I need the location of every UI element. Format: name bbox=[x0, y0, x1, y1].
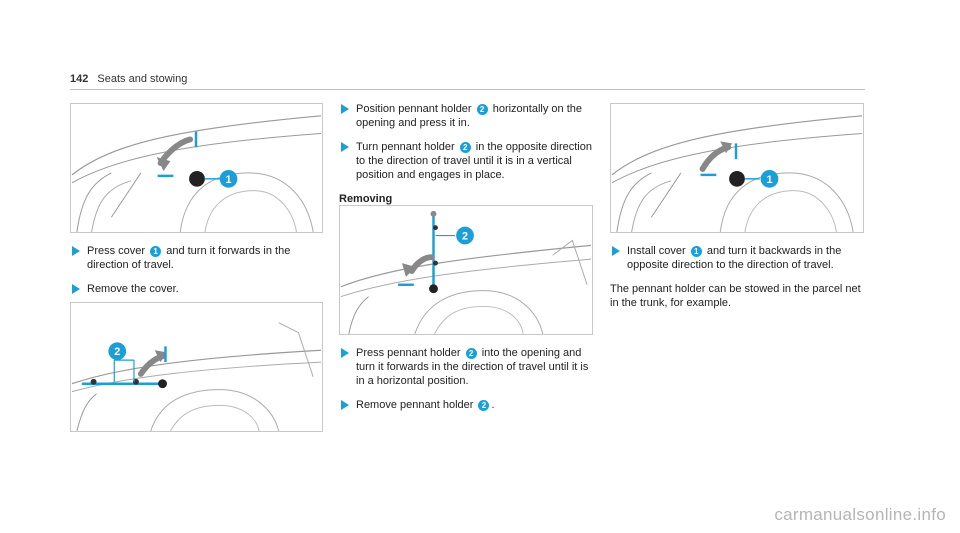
callout-2-icon: 2 bbox=[465, 348, 477, 359]
step-press-cover: Press cover 1 and turn it forwards in th… bbox=[70, 244, 323, 272]
column-2-removing-steps: Press pennant holder 2 into the opening … bbox=[339, 346, 593, 422]
figure-cover-install: 1 bbox=[610, 103, 864, 233]
step-bullet-icon bbox=[72, 284, 80, 294]
callout-2-icon: 2 bbox=[476, 104, 488, 115]
callout-1-icon: 1 bbox=[219, 169, 238, 188]
svg-text:1: 1 bbox=[225, 174, 231, 186]
page-header: 142 Seats and stowing bbox=[70, 73, 187, 85]
svg-text:2: 2 bbox=[462, 230, 468, 242]
step-bullet-icon bbox=[341, 348, 349, 358]
step-bullet-icon bbox=[341, 104, 349, 114]
page-number: 142 bbox=[70, 73, 89, 85]
callout-2-icon: 2 bbox=[108, 342, 127, 361]
step-bullet-icon bbox=[341, 142, 349, 152]
step-turn-holder: Turn pennant holder 2 in the opposite di… bbox=[339, 140, 593, 182]
svg-text:2: 2 bbox=[114, 346, 120, 358]
step-install-cover: Install cover 1 and turn it backwards in… bbox=[610, 244, 864, 272]
column-3-steps: Install cover 1 and turn it backwards in… bbox=[610, 244, 864, 310]
step-press-holder: Press pennant holder 2 into the opening … bbox=[339, 346, 593, 388]
callout-2-icon: 2 bbox=[459, 142, 471, 153]
step-bullet-icon bbox=[341, 400, 349, 410]
figure-cover-removal: 1 bbox=[70, 103, 323, 233]
step-remove-cover: Remove the cover. bbox=[70, 282, 323, 296]
step-position-holder: Position pennant holder 2 horizontally o… bbox=[339, 102, 593, 130]
callout-2-icon: 2 bbox=[456, 226, 474, 245]
car-front-illustration: 2 bbox=[340, 210, 592, 334]
watermark: carmanualsonline.info bbox=[774, 505, 946, 524]
car-front-illustration: 2 bbox=[71, 322, 322, 431]
figure-pennant-holder-vertical: 2 bbox=[339, 205, 593, 335]
step-bullet-icon bbox=[72, 246, 80, 256]
car-front-illustration: 1 bbox=[71, 115, 322, 232]
column-1-steps: Press cover 1 and turn it forwards in th… bbox=[70, 244, 323, 306]
callout-1-icon: 1 bbox=[150, 246, 162, 257]
header-divider bbox=[70, 89, 865, 90]
section-title: Seats and stowing bbox=[97, 73, 188, 85]
step-remove-holder: Remove pennant holder 2. bbox=[339, 398, 593, 412]
column-2-steps: Position pennant holder 2 horizontally o… bbox=[339, 102, 593, 214]
step-bullet-icon bbox=[612, 246, 620, 256]
car-front-illustration: 1 bbox=[611, 115, 863, 232]
svg-text:1: 1 bbox=[766, 174, 772, 186]
note-paragraph: The pennant holder can be stowed in the … bbox=[610, 283, 861, 309]
subheading-removing: Removing bbox=[339, 193, 393, 205]
callout-1-icon: 1 bbox=[690, 246, 702, 257]
figure-pennant-holder-horizontal: 2 bbox=[70, 302, 323, 432]
callout-1-icon: 1 bbox=[760, 169, 779, 188]
callout-2-icon: 2 bbox=[478, 400, 490, 411]
